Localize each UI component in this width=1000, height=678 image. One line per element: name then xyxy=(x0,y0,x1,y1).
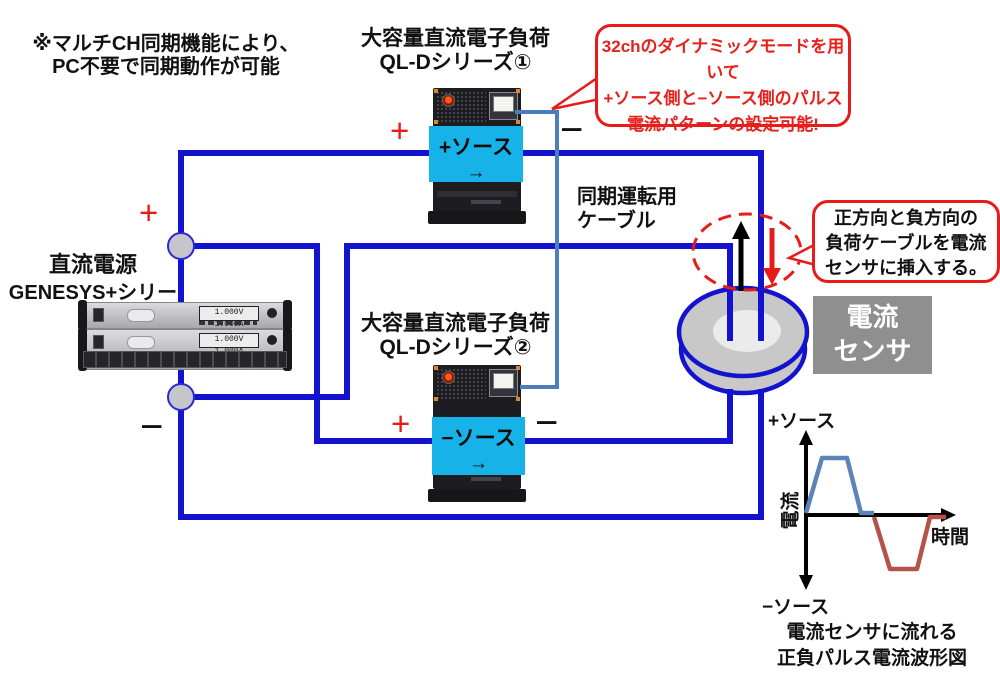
callout-sensor-insertion: 正方向と負方向の 負荷ケーブルを電流 センサに挿入する。 xyxy=(812,200,1000,283)
current-sensor-label-line1: 電流 xyxy=(846,302,899,332)
current-sensor-torus-icon xyxy=(676,285,810,396)
load1-source-arrow-icon: → xyxy=(466,162,486,183)
waveform-minus-source-label: −ソース xyxy=(762,597,830,618)
callout-sensor-line3: センサに挿入する。 xyxy=(825,258,987,278)
multi-ch-note-line1: ※マルチCH同期機能により、 xyxy=(32,33,300,55)
wire-load1-minus-to-sensor-down xyxy=(523,150,764,341)
load1-minus-mark: − xyxy=(560,108,584,152)
load2-title: 大容量直流電子負荷 QL-Dシリーズ② xyxy=(348,312,563,360)
load1-pedestal xyxy=(428,211,526,224)
sync-cable-label-line1: 同期運転用 xyxy=(577,186,677,208)
callout-dynamic-line2: +ソース側と−ソース側のパルス xyxy=(603,89,843,108)
load2-emergency-button-icon xyxy=(442,371,455,384)
load-cables xyxy=(178,150,764,520)
load2-display xyxy=(489,369,518,397)
psu-unit-1-image: 1.000V 1.000A xyxy=(78,300,292,330)
psu-plus-mark: + xyxy=(139,194,159,231)
load1-title-line2: QL-Dシリーズ① xyxy=(379,51,532,74)
waveform-plus-source-label: +ソース xyxy=(768,411,836,432)
psu-unit-2-image: 1.000V 1.000A xyxy=(78,327,292,371)
load1-title: 大容量直流電子負荷 QL-Dシリーズ① xyxy=(348,27,563,75)
junction-node-minus xyxy=(167,383,195,411)
current-sensor-label-box: 電流 センサ xyxy=(813,296,932,374)
sync-cable-line xyxy=(515,110,559,389)
load2-pedestal xyxy=(428,489,526,502)
psu2-grille xyxy=(83,351,287,368)
waveform-x-axis-label: 時間 xyxy=(931,527,970,548)
waveform-negative-pulse xyxy=(871,514,946,572)
load2-title-line1: 大容量直流電子負荷 xyxy=(361,312,550,335)
wire-psu-minus-to-sensor-top xyxy=(178,243,733,400)
callout-dynamic-tail xyxy=(551,73,602,111)
waveform-caption-line2: 正負パルス電流波形図 xyxy=(776,648,967,669)
callout-sensor-line2: 負荷ケーブルを電流 xyxy=(825,233,987,253)
sync-cable-label-line2: ケーブル xyxy=(577,210,656,232)
current-sensor-label-line2: センサ xyxy=(833,336,912,366)
psu2-display: 1.000V 1.000A xyxy=(199,333,259,356)
load2-source-arrow-icon: → xyxy=(469,453,488,474)
load2-title-line2: QL-Dシリーズ② xyxy=(379,336,532,359)
psu-title-line1: 直流電源 xyxy=(48,252,137,277)
load1-emergency-button-icon xyxy=(442,94,455,107)
psu1-display: 1.000V 1.000A xyxy=(199,306,259,329)
sync-cable-label: 同期運転用 ケーブル xyxy=(577,185,707,233)
load2-plus-mark: + xyxy=(391,405,411,442)
multi-ch-note: ※マルチCH同期機能により、 PC不要で同期動作が可能 xyxy=(30,33,302,79)
wire-psu-plus-to-load1-and-load1-return-bottom xyxy=(178,150,764,520)
load1-title-line1: 大容量直流電子負荷 xyxy=(361,27,550,50)
psu-minus-mark: − xyxy=(140,405,164,449)
callout-dynamic-mode: 32chのダイナミックモードを用いて +ソース側と−ソース側のパルス 電流パター… xyxy=(595,24,851,134)
multi-ch-note-line2: PC不要で同期動作が可能 xyxy=(52,56,280,78)
load1-source-box: +ソース → xyxy=(429,126,523,183)
load1-plus-mark: + xyxy=(390,112,410,149)
wire-sensor-bottom-to-load2-minus xyxy=(525,389,733,444)
load2-source-box: −ソース → xyxy=(432,417,525,475)
wire-psu-plus-to-load2-plus xyxy=(178,243,433,444)
load2-source-label: −ソース xyxy=(441,427,516,450)
load1-source-label: +ソース xyxy=(438,136,514,159)
current-up-arrow-icon xyxy=(732,221,750,291)
current-down-arrow-icon xyxy=(763,228,781,285)
waveform-caption-line1: 電流センサに流れる xyxy=(786,622,958,643)
callout-dynamic-line1: 32chのダイナミックモードを用いて xyxy=(601,37,845,82)
waveform-axes xyxy=(799,430,956,590)
insertion-area-dashed-ellipse xyxy=(691,212,803,292)
waveform-caption: 電流センサに流れる 正負パルス電流波形図 xyxy=(762,620,982,672)
waveform-positive-pulse xyxy=(803,455,874,516)
callout-dynamic-line3: 電流パターンの設定可能! xyxy=(627,115,819,134)
callout-sensor-line1: 正方向と負方向の xyxy=(834,208,978,228)
junction-node-plus xyxy=(167,232,195,260)
load1-display xyxy=(489,92,518,120)
load2-minus-mark: − xyxy=(535,401,559,445)
